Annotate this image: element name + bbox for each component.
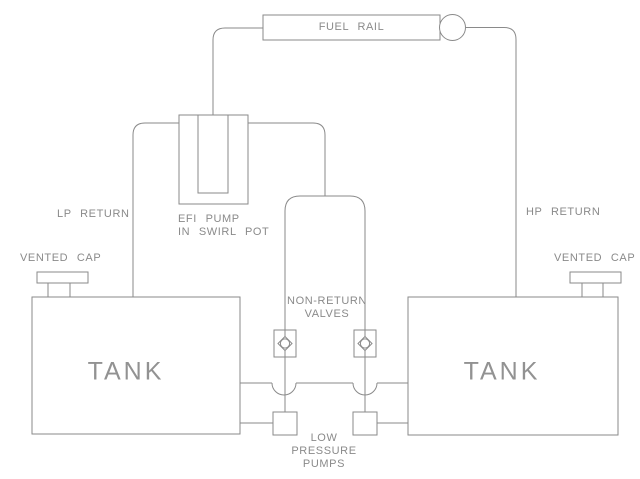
- right-low-pressure-pump: [352, 411, 378, 436]
- crossover-hop-right: [352, 382, 378, 396]
- right-non-return-valve-ball: [359, 338, 371, 349]
- swirl-pot-outline: [178, 114, 249, 205]
- fuel-rail-label: FUEL RAIL: [318, 21, 385, 33]
- hp-return-pipe: [465, 27, 517, 297]
- swirl-pot-label-line1: EFI PUMP: [178, 213, 240, 225]
- right-vented-cap-stem: [581, 282, 604, 298]
- left-tank-label: TANK: [87, 357, 165, 386]
- non-return-valves-label: NON-RETURN VALVES: [287, 295, 367, 321]
- pot-to-valves-pipe: [248, 122, 326, 196]
- swirl-pot-label: EFI PUMP IN SWIRL POT: [178, 213, 269, 239]
- lp-return-label: LP RETURN: [57, 208, 130, 220]
- left-vented-cap-top: [36, 271, 89, 284]
- left-vented-cap-label: VENTED CAP: [20, 252, 102, 264]
- low-pressure-pumps-label-line3: PUMPS: [302, 458, 346, 470]
- right-tank-outline: [407, 296, 619, 436]
- pressure-regulator-circle: [439, 14, 466, 41]
- non-return-valves-label-line2: VALVES: [304, 308, 350, 320]
- crossover-hop-left: [271, 382, 297, 396]
- left-non-return-valve-body: [273, 329, 297, 358]
- left-tank-outline: [31, 296, 241, 435]
- left-non-return-valve-ball: [279, 338, 291, 349]
- fuel-rail-label-box: FUEL RAIL: [263, 15, 440, 40]
- efi-pump-outline: [197, 114, 229, 194]
- right-tank-label: TANK: [463, 357, 541, 386]
- right-non-return-valve-body: [353, 329, 377, 358]
- hp-return-label: HP RETURN: [526, 206, 601, 218]
- low-pressure-pumps-label-line2: PRESSURE: [291, 445, 357, 457]
- lp-return-pipe: [132, 122, 179, 297]
- rail-supply-pipe: [212, 27, 263, 115]
- right-vented-cap-label: VENTED CAP: [554, 252, 636, 264]
- swirl-pot-label-line2: IN SWIRL POT: [178, 226, 270, 238]
- non-return-valves-label-line1: NON-RETURN: [287, 295, 367, 307]
- left-low-pressure-pump: [272, 411, 298, 436]
- right-vented-cap-top: [569, 271, 622, 284]
- valve-loop-pipe: [284, 195, 366, 412]
- low-pressure-pumps-label: LOW PRESSURE PUMPS: [291, 432, 356, 471]
- left-vented-cap-stem: [47, 282, 71, 298]
- low-pressure-pumps-label-line1: LOW: [310, 432, 338, 444]
